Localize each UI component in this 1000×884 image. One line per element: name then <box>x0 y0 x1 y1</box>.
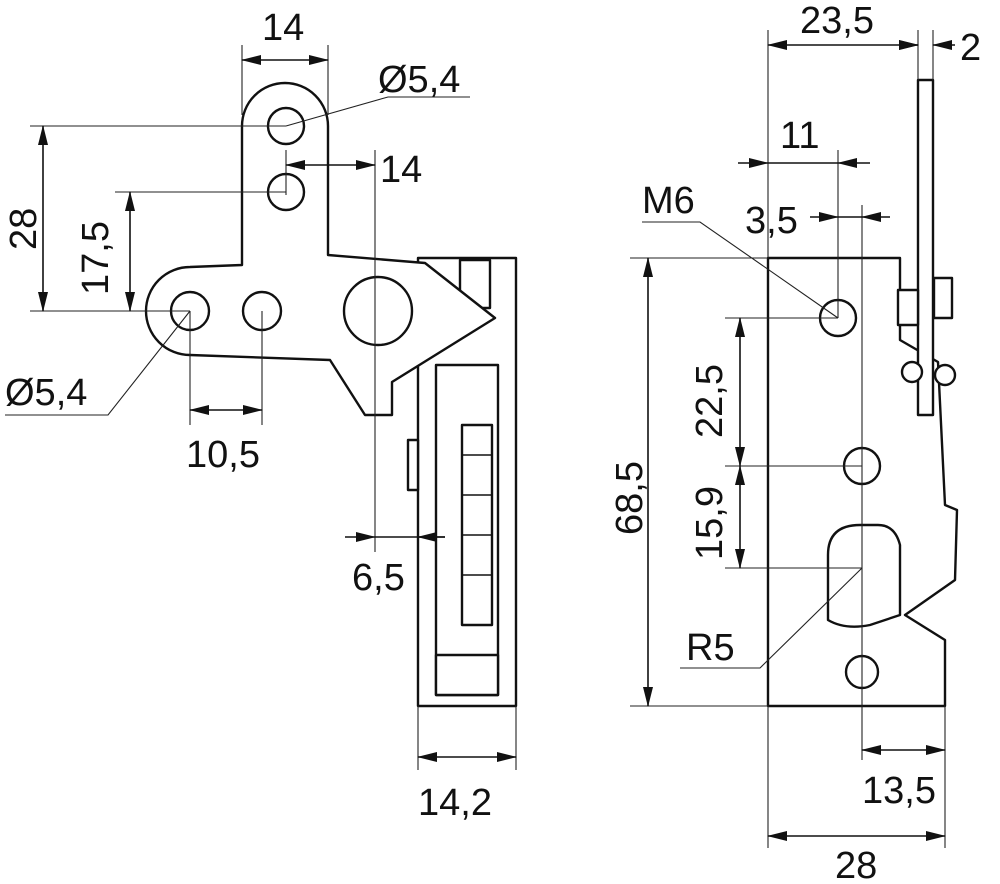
leader-top-dia <box>285 96 470 127</box>
label-offset-11: 11 <box>780 115 819 157</box>
label-width-28: 28 <box>835 845 877 884</box>
housing-bottom-block <box>434 653 500 697</box>
label-top-width: 14 <box>262 7 304 49</box>
label-offset-3-5: 3,5 <box>745 200 798 242</box>
right-view: 23,5 2 11 M6 3,5 68,5 22,5 15,9 R5 13,5 … <box>609 0 981 884</box>
hole-pivot <box>342 275 414 347</box>
label-width-23-5: 23,5 <box>800 0 874 42</box>
label-offset-6-5: 6,5 <box>352 557 405 599</box>
label-plate-2: 2 <box>960 27 981 69</box>
label-spacing-22-5: 22,5 <box>689 364 731 438</box>
plate-screw <box>932 276 954 320</box>
label-hole-top-dia: Ø5,4 <box>378 59 460 101</box>
housing-rotor <box>460 423 494 627</box>
leader-m6 <box>642 221 839 319</box>
leader-r5 <box>680 567 863 669</box>
label-offset-13-5: 13,5 <box>862 770 936 812</box>
latch-slot <box>826 523 902 628</box>
label-spacing-10-5: 10,5 <box>186 434 260 476</box>
arm-plate <box>144 81 497 417</box>
plate-rivet-left <box>900 360 924 384</box>
label-thread-m6: M6 <box>642 180 695 222</box>
label-height-17-5: 17,5 <box>75 221 117 295</box>
label-depth-14-2: 14,2 <box>418 782 492 824</box>
label-height-28: 28 <box>3 208 45 250</box>
plate-clip <box>896 288 920 327</box>
left-view: 14 Ø5,4 14 28 17,5 Ø5,4 10,5 6,5 14,2 <box>3 7 518 824</box>
housing-tab <box>406 438 420 492</box>
label-offset-14: 14 <box>380 149 422 191</box>
label-hole-left-dia: Ø5,4 <box>5 372 87 414</box>
mounting-plate <box>916 78 935 417</box>
leader-left-dia <box>5 310 191 416</box>
label-spacing-15-9: 15,9 <box>689 486 731 560</box>
plate-rivet-right <box>933 363 957 387</box>
label-height-68-5: 68,5 <box>609 461 651 535</box>
label-radius-r5: R5 <box>686 627 735 669</box>
